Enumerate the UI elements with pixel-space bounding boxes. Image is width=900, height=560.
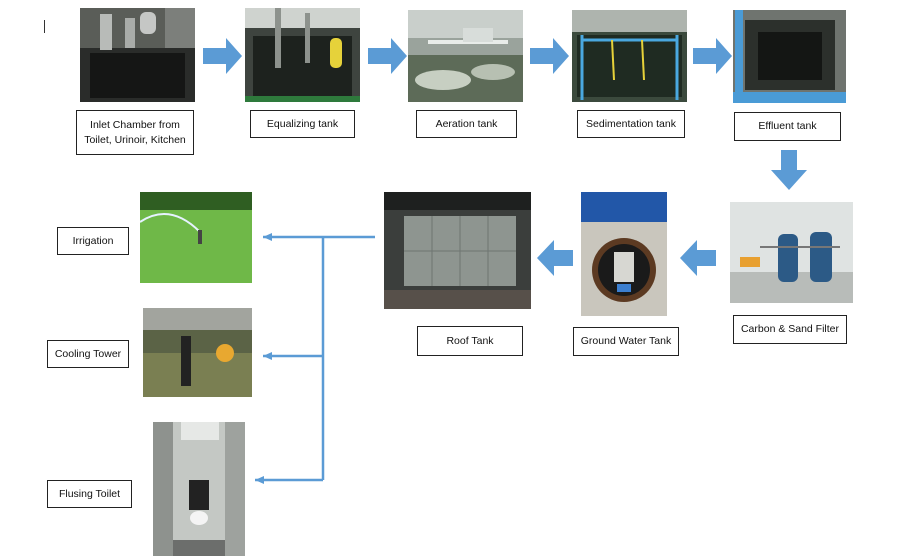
aeration-tank-label: Aeration tank (416, 110, 517, 138)
roof-tank-photo (384, 192, 531, 309)
effluent-tank-label: Effluent tank (734, 112, 841, 141)
flushing-toilet-label: Flusing Toilet (47, 480, 132, 508)
block-arrow-down (771, 150, 807, 190)
block-arrow-right-2 (368, 38, 407, 74)
carbon-sand-filter-photo (730, 202, 853, 303)
text-cursor (44, 20, 45, 33)
irrigation-photo (140, 192, 252, 283)
block-arrow-right-3 (530, 38, 569, 74)
effluent-tank-photo (733, 10, 846, 103)
roof-tank-label: Roof Tank (417, 326, 523, 356)
block-arrow-right-4 (693, 38, 732, 74)
equalizing-tank-label: Equalizing tank (250, 110, 355, 138)
sedimentation-tank-label: Sedimentation tank (577, 110, 685, 138)
inlet-chamber-photo (80, 8, 195, 102)
ground-water-tank-photo (581, 192, 667, 316)
carbon-sand-filter-label: Carbon & Sand Filter (733, 315, 847, 344)
equalizing-tank-photo (245, 8, 360, 102)
inlet-chamber-label: Inlet Chamber from Toilet, Urinoir, Kitc… (76, 110, 194, 155)
block-arrow-left-1 (680, 240, 716, 276)
aeration-tank-photo (408, 10, 523, 102)
cooling-tower-label: Cooling Tower (47, 340, 129, 368)
block-arrow-right-1 (203, 38, 242, 74)
block-arrow-left-2 (537, 240, 573, 276)
irrigation-label: Irrigation (57, 227, 129, 255)
cooling-tower-photo (143, 308, 252, 397)
flushing-toilet-photo (153, 422, 245, 556)
sedimentation-tank-photo (572, 10, 687, 102)
ground-water-tank-label: Ground Water Tank (573, 327, 679, 356)
